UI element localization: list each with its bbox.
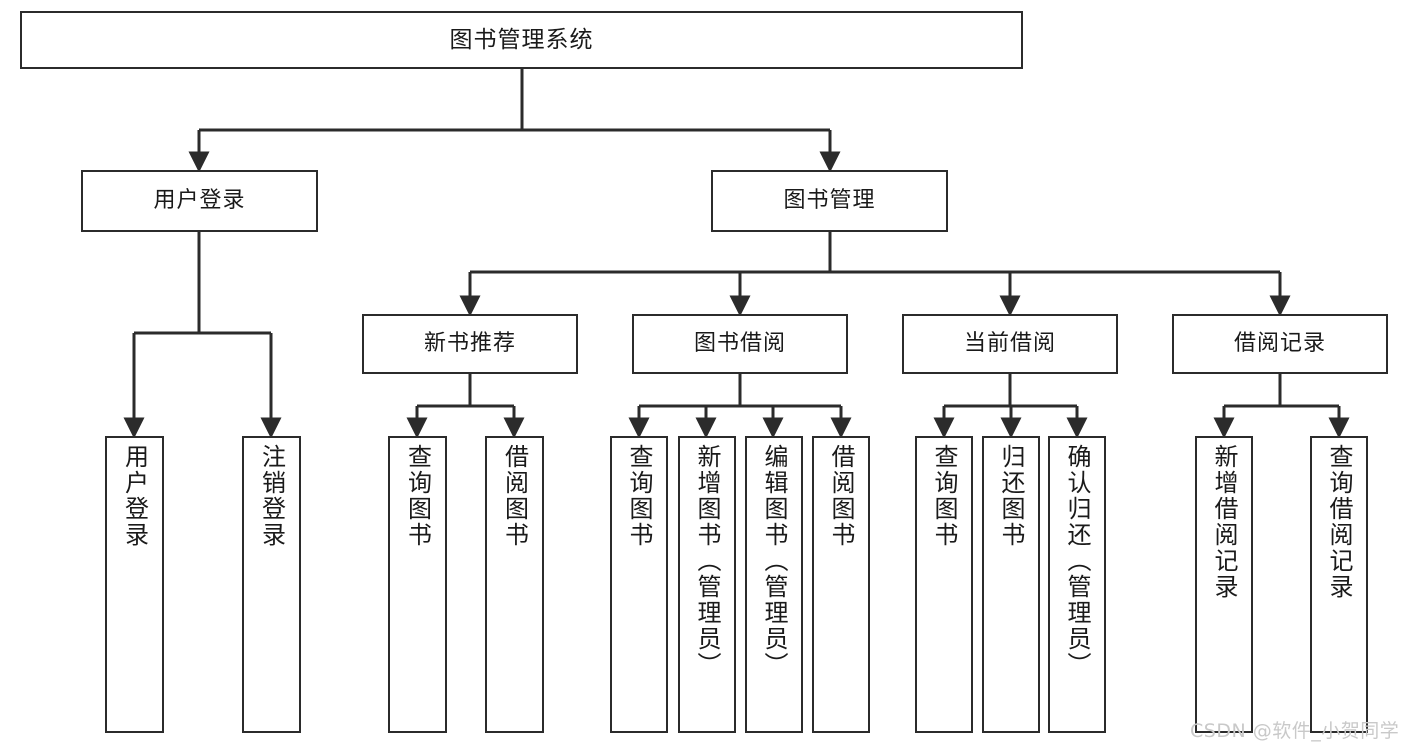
node-label: 借阅图书 (500, 444, 529, 548)
node-label: 当前借阅 (963, 331, 1056, 357)
node-book-borrow[interactable]: 图书借阅 (632, 314, 848, 374)
node-label: 查询图书 (403, 444, 432, 548)
node-book-management[interactable]: 图书管理 (711, 170, 948, 232)
node-label: 查询借阅记录 (1325, 444, 1353, 600)
leaf-borrow-book[interactable]: 借阅图书 (812, 436, 870, 733)
node-label: 新书推荐 (423, 331, 516, 357)
leaf-query-book-recommend[interactable]: 查询图书 (388, 436, 447, 733)
leaf-query-book-borrow[interactable]: 查询图书 (610, 436, 668, 733)
leaf-user-login[interactable]: 用户登录 (105, 436, 164, 733)
node-label: 图书管理系统 (449, 26, 594, 53)
node-borrow-record[interactable]: 借阅记录 (1172, 314, 1388, 374)
node-label: 归还图书 (997, 444, 1025, 548)
node-label: 图书借阅 (693, 331, 786, 357)
node-label: 注销登录 (257, 444, 286, 548)
node-label: 确认归还（管理员） (1063, 444, 1091, 678)
node-label: 查询图书 (625, 444, 653, 548)
leaf-edit-book-admin[interactable]: 编辑图书（管理员） (745, 436, 803, 733)
leaf-query-borrow-record[interactable]: 查询借阅记录 (1310, 436, 1368, 733)
node-label: 图书管理 (783, 188, 876, 214)
node-label: 用户登录 (153, 188, 246, 214)
node-label: 借阅图书 (827, 444, 855, 548)
node-label: 借阅记录 (1233, 331, 1326, 357)
node-root-book-management-system[interactable]: 图书管理系统 (20, 11, 1023, 69)
node-label: 新增借阅记录 (1210, 444, 1238, 600)
node-label: 查询图书 (930, 444, 958, 548)
node-label: 编辑图书（管理员） (760, 444, 788, 678)
leaf-borrow-book-recommend[interactable]: 借阅图书 (485, 436, 544, 733)
node-label: 新增图书（管理员） (693, 444, 721, 678)
leaf-add-book-admin[interactable]: 新增图书（管理员） (678, 436, 736, 733)
leaf-add-borrow-record[interactable]: 新增借阅记录 (1195, 436, 1253, 733)
csdn-watermark: CSDN @软件_小贺同学 (1190, 720, 1400, 742)
node-current-borrow[interactable]: 当前借阅 (902, 314, 1118, 374)
node-label: 用户登录 (120, 444, 149, 548)
leaf-query-book-current[interactable]: 查询图书 (915, 436, 973, 733)
leaf-confirm-return-admin[interactable]: 确认归还（管理员） (1048, 436, 1106, 733)
leaf-return-book[interactable]: 归还图书 (982, 436, 1040, 733)
node-user-login[interactable]: 用户登录 (81, 170, 318, 232)
node-new-book-recommend[interactable]: 新书推荐 (362, 314, 578, 374)
leaf-logout-login[interactable]: 注销登录 (242, 436, 301, 733)
